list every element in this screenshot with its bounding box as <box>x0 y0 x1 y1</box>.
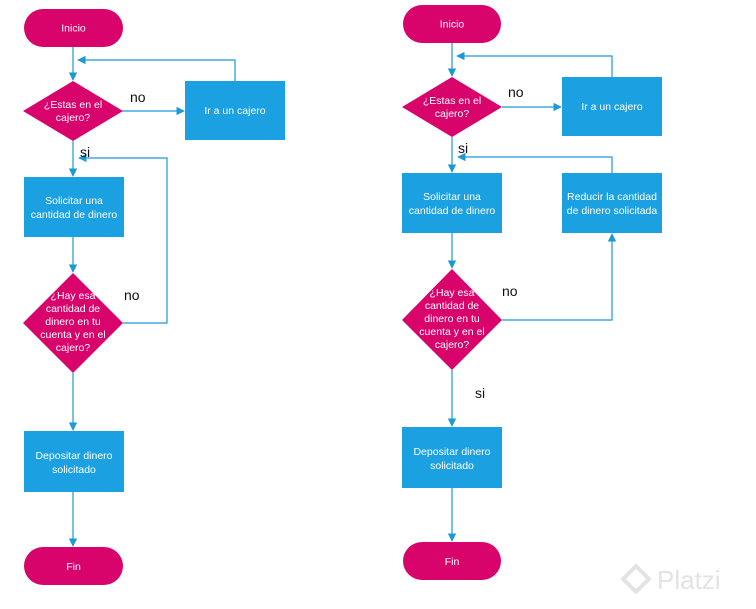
right-edges <box>447 43 617 542</box>
right-process-reduce-amount-line-2: de dinero solicitada <box>567 205 658 217</box>
left-edge-atm-loop-back <box>77 55 236 81</box>
right-decision-in-atm-line-2: cajero? <box>435 108 470 120</box>
left-process-request-amount-line-1: Solicitar una <box>45 195 103 207</box>
left-decision-in-atm-line-1: ¿Estas en el <box>44 99 102 111</box>
left-flowchart: Inicio ¿Estas en el cajero? Ir a un caje… <box>23 9 285 585</box>
left-label-si-1: si <box>80 144 90 160</box>
right-process-deposit: Depositar dinero solicitado <box>402 427 502 488</box>
right-decision-funds-line-1: ¿Hay esa <box>430 287 475 299</box>
left-decision-in-atm: ¿Estas en el cajero? <box>23 81 123 141</box>
left-decision-funds-available: ¿Hay esa cantidad de dinero en tu cuenta… <box>23 273 123 373</box>
left-process-go-to-atm-label: Ir a un cajero <box>204 105 265 117</box>
left-decision-funds-line-5: cajero? <box>56 342 91 354</box>
right-decision-funds-line-2: cantidad de <box>425 300 479 312</box>
right-process-deposit-line-2: solicitado <box>430 460 474 472</box>
platzi-watermark: Platzi <box>621 564 721 595</box>
left-process-deposit-line-2: solicitado <box>52 464 96 476</box>
platzi-logo-icon <box>621 564 651 594</box>
right-decision-funds-line-4: cuenta y en el <box>419 326 484 338</box>
left-decision-funds-line-2: cantidad de <box>46 303 100 315</box>
right-edge-reduce-loop-back <box>457 152 613 173</box>
left-decision-funds-line-4: cuenta y en el <box>40 329 105 341</box>
right-process-request-amount: Solicitar una cantidad de dinero <box>402 173 502 233</box>
right-process-go-to-atm-label: Ir a un cajero <box>581 101 642 113</box>
left-end-label: Fin <box>66 561 81 573</box>
left-decision-in-atm-line-2: cajero? <box>56 112 91 124</box>
left-start-label: Inicio <box>61 23 86 35</box>
right-process-go-to-atm: Ir a un cajero <box>562 77 662 136</box>
left-start-terminal: Inicio <box>24 9 123 47</box>
left-edge-q2-no-loop-back <box>78 153 168 324</box>
left-label-no-1: no <box>130 89 146 105</box>
right-process-request-amount-line-2: cantidad de dinero <box>409 205 496 217</box>
left-decision-funds-line-1: ¿Hay esa <box>51 290 96 302</box>
platzi-watermark-text: Platzi <box>657 565 721 595</box>
right-label-no-1: no <box>508 84 524 100</box>
right-end-terminal: Fin <box>403 542 501 580</box>
right-label-si-1: si <box>458 140 468 156</box>
right-process-deposit-line-1: Depositar dinero <box>413 446 490 458</box>
left-edges <box>68 47 236 547</box>
right-decision-in-atm-line-1: ¿Estas en el <box>423 95 481 107</box>
right-label-si-2: si <box>475 385 485 401</box>
right-decision-in-atm: ¿Estas en el cajero? <box>402 77 502 137</box>
left-process-deposit: Depositar dinero solicitado <box>24 431 124 492</box>
left-decision-funds-line-3: dinero en tu <box>45 316 101 328</box>
right-edge-atm-loop-back <box>456 51 613 77</box>
left-process-request-amount: Solicitar una cantidad de dinero <box>24 177 124 237</box>
right-start-terminal: Inicio <box>403 5 501 43</box>
right-decision-funds-available: ¿Hay esa cantidad de dinero en tu cuenta… <box>402 269 502 370</box>
right-process-request-amount-line-1: Solicitar una <box>423 191 481 203</box>
left-process-request-amount-line-2: cantidad de dinero <box>31 209 118 221</box>
left-process-go-to-atm: Ir a un cajero <box>185 81 285 140</box>
left-end-terminal: Fin <box>24 547 123 585</box>
left-process-deposit-line-1: Depositar dinero <box>35 450 112 462</box>
left-label-no-2: no <box>124 287 140 303</box>
right-process-reduce-amount-line-1: Reducir la cantidad <box>567 191 657 203</box>
right-decision-funds-line-3: dinero en tu <box>424 313 480 325</box>
right-end-label: Fin <box>445 556 460 568</box>
right-decision-funds-line-5: cajero? <box>435 339 470 351</box>
right-flowchart: Inicio ¿Estas en el cajero? Ir a un caje… <box>402 5 662 580</box>
right-label-no-2: no <box>502 283 518 299</box>
right-start-label: Inicio <box>440 19 465 31</box>
right-edge-q2-no-to-reduce <box>502 233 617 321</box>
right-process-reduce-amount: Reducir la cantidad de dinero solicitada <box>562 173 662 233</box>
